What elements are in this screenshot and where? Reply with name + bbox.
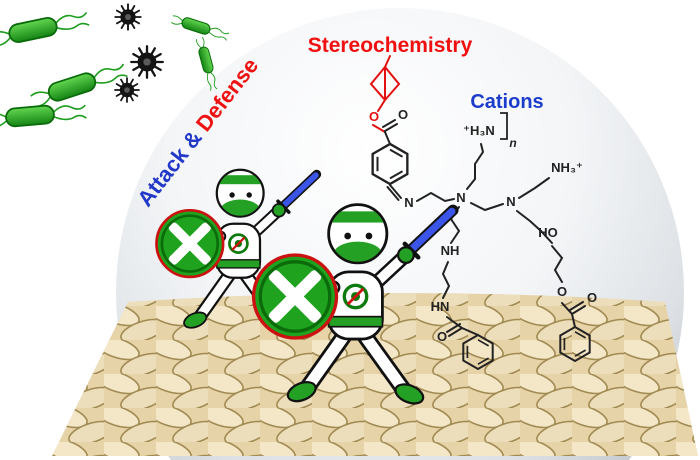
hn-label: HN bbox=[431, 299, 450, 314]
polymer-bracket bbox=[500, 112, 508, 140]
bacterium-icon bbox=[28, 60, 129, 110]
ester-oxygen-label: O bbox=[557, 284, 567, 299]
stereochemistry-label: Stereochemistry bbox=[308, 34, 473, 57]
tertiary-n1-label: N bbox=[456, 190, 465, 205]
red-ester-oxygen-label: O bbox=[369, 109, 379, 124]
imine-n-label: N bbox=[404, 195, 413, 210]
woven-fabric bbox=[52, 293, 698, 456]
chem-double-bonds bbox=[382, 119, 586, 337]
polymer-amine-label: ⁺H₃N bbox=[463, 123, 495, 138]
bacterium-icon bbox=[169, 12, 231, 43]
bcp-ester-structure: O bbox=[369, 55, 401, 133]
repeat-unit-label: n bbox=[509, 136, 516, 150]
chem-bonds-red bbox=[369, 55, 401, 133]
right-carbonyl-oxygen-label: O bbox=[587, 290, 597, 305]
tertiary-n2-label: N bbox=[506, 194, 515, 209]
top-carbonyl-oxygen-label: O bbox=[398, 107, 408, 122]
amide-oxygen-label: O bbox=[437, 329, 447, 344]
phage-icon bbox=[114, 77, 140, 103]
hydroxyl-label: HO bbox=[538, 225, 558, 240]
cations-label: Cations bbox=[470, 91, 543, 113]
bacterium-icon bbox=[0, 101, 88, 130]
polymer-structure: O ⁺H₃N n NH₃⁺ N N N NH HN HO O O O bbox=[371, 107, 597, 370]
bacterium-icon bbox=[0, 8, 91, 49]
ammonium-label: NH₃⁺ bbox=[551, 160, 583, 175]
phage-icon bbox=[114, 3, 142, 31]
fabric-weave bbox=[52, 293, 698, 456]
nh-label: NH bbox=[441, 243, 460, 258]
phage-icon bbox=[130, 45, 164, 79]
